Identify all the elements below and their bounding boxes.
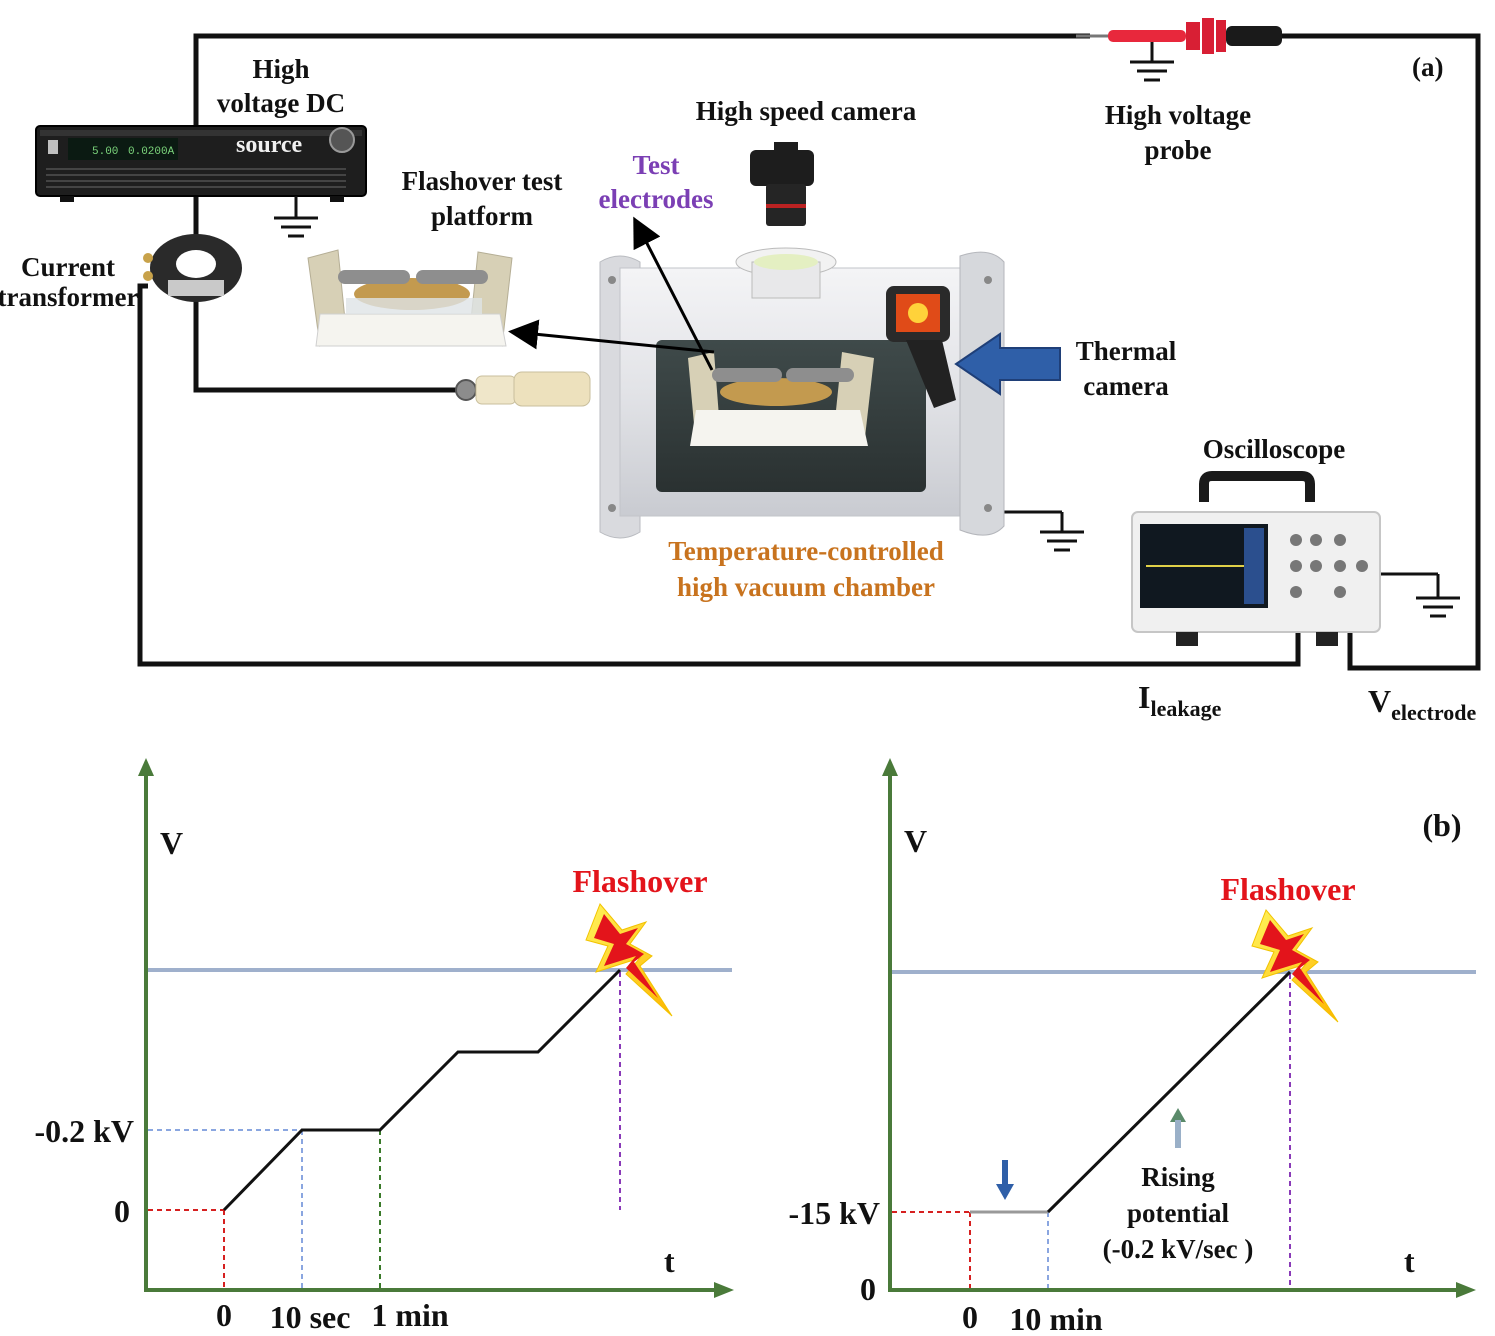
rising-annotation-2: potential	[1127, 1198, 1230, 1228]
ground-icon	[1130, 40, 1174, 82]
platform-pointer-arrow	[508, 319, 715, 354]
up-arrow-icon	[1170, 1108, 1186, 1148]
circuit-wires	[137, 33, 1481, 671]
current-transformer-label-1: Current	[21, 252, 115, 282]
x-axis-arrowhead	[714, 1282, 734, 1298]
ground-icon	[1378, 572, 1460, 618]
test-electrodes-label-1: Test	[632, 150, 679, 180]
panel-a: 5.00 0.0200A source High voltage DC	[0, 18, 1481, 725]
left-plot: V t Flashover -0.2 kV 0 0 10 sec 1 min	[34, 758, 734, 1335]
hv-dc-brand: source	[236, 132, 303, 158]
thermal-camera-label-1: Thermal	[1076, 336, 1177, 366]
left-ytick-0: 0	[114, 1193, 130, 1229]
y-axis-arrowhead	[882, 758, 898, 776]
right-flashover-label: Flashover	[1220, 871, 1355, 907]
platform-label-1: Flashover test	[402, 166, 563, 196]
oscilloscope-label: Oscilloscope	[1203, 434, 1346, 464]
lightning-icon	[585, 903, 673, 1017]
right-ytick-15kv: -15 kV	[788, 1195, 880, 1231]
x-axis-arrowhead	[1456, 1282, 1476, 1298]
flashover-platform	[307, 249, 513, 347]
hv-dc-display-a: 0.0200A	[128, 146, 175, 158]
feedthrough-connector	[455, 371, 591, 407]
lightning-core-icon	[594, 914, 658, 998]
lightning-icon	[1251, 909, 1339, 1023]
chamber-label-2: high vacuum chamber	[677, 572, 935, 602]
left-xtick-0: 0	[216, 1297, 232, 1333]
hv-dc-source: 5.00 0.0200A source	[35, 125, 367, 202]
oscilloscope	[1131, 471, 1381, 646]
thermal-camera-icon	[886, 286, 956, 408]
ground-icon	[274, 196, 318, 238]
knob-icon	[329, 127, 355, 153]
right-y-label: V	[904, 823, 927, 859]
electrodes-pointer-arrow	[633, 216, 714, 371]
current-transformer	[143, 234, 242, 302]
current-transformer-label-2: transformer	[0, 282, 138, 312]
i-leakage-label: Ileakage	[1138, 679, 1222, 721]
left-xtick-10sec: 10 sec	[270, 1299, 351, 1335]
rising-annotation-3: (-0.2 kV/sec )	[1103, 1234, 1254, 1264]
right-xtick-0: 0	[962, 1299, 978, 1335]
voltage-staircase-line	[222, 968, 622, 1212]
right-xtick-10min: 10 min	[1009, 1301, 1103, 1336]
thermal-arrow-icon	[954, 332, 1061, 396]
test-electrodes-label-2: electrodes	[599, 184, 714, 214]
down-arrow-icon	[996, 1160, 1014, 1200]
vacuum-chamber	[599, 247, 1005, 539]
lightning-core-icon	[1260, 920, 1324, 1004]
thermal-camera-label-2: camera	[1083, 371, 1169, 401]
left-flashover-label: Flashover	[572, 863, 707, 899]
left-ytick-02kv: -0.2 kV	[34, 1113, 134, 1149]
ramp-line	[1046, 970, 1292, 1214]
left-y-label: V	[160, 825, 183, 861]
left-x-label: t	[664, 1243, 675, 1279]
hs-camera-label: High speed camera	[696, 96, 917, 126]
panel-b: V t Flashover -0.2 kV 0 0 10 sec 1 min	[34, 758, 1476, 1336]
hv-dc-label-2: voltage DC	[217, 88, 345, 118]
right-ytick-0: 0	[860, 1271, 876, 1307]
panel-b-tag: (b)	[1422, 807, 1461, 843]
hv-dc-display-v: 5.00	[92, 146, 118, 158]
v-electrode-label: Velectrode	[1368, 683, 1476, 725]
left-xtick-1min: 1 min	[371, 1297, 449, 1333]
hv-probe-label-1: High voltage	[1105, 100, 1251, 130]
platform-label-2: platform	[431, 201, 533, 231]
hv-dc-label-1: High	[252, 54, 309, 84]
right-x-label: t	[1404, 1243, 1415, 1279]
panel-a-tag: (a)	[1412, 52, 1443, 82]
ground-icon	[1000, 510, 1084, 552]
right-plot: V t Flashover (b) -15 kV 0 0 10 min Risi…	[788, 758, 1476, 1336]
hv-probe	[1076, 18, 1282, 54]
hv-probe-label-2: probe	[1144, 135, 1211, 165]
rising-annotation-1: Rising	[1141, 1162, 1215, 1192]
camera-icon	[750, 142, 814, 226]
y-axis-arrowhead	[138, 758, 154, 776]
chamber-label-1: Temperature-controlled	[668, 536, 943, 566]
